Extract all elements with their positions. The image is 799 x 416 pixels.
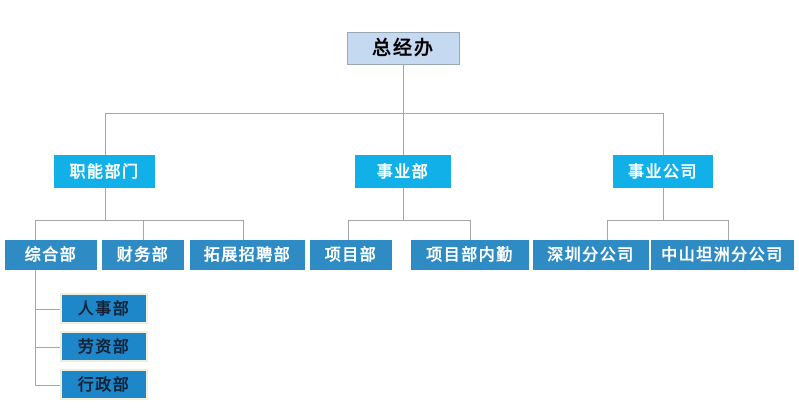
node-administration-department[interactable]: 行政部 <box>60 369 148 400</box>
node-zhongshan-tanzhou-branch[interactable]: 中山坦洲分公司 <box>651 240 794 270</box>
connector-functional-stem <box>105 188 106 220</box>
connector-stub-admin <box>35 385 60 386</box>
connector-drop-functional <box>105 113 106 155</box>
connector-stub-labor <box>35 347 60 348</box>
node-labor-wages-department[interactable]: 劳资部 <box>60 331 148 362</box>
node-business-department[interactable]: 事业部 <box>355 155 451 188</box>
connector-stub-hr <box>35 309 60 310</box>
connector-business-dept-stem <box>403 188 404 220</box>
connector-drop-finance-dept <box>143 220 144 240</box>
connector-drop-zhongshan <box>728 220 729 240</box>
node-general-affairs-department[interactable]: 综合部 <box>5 240 97 270</box>
node-finance-department[interactable]: 财务部 <box>102 240 184 270</box>
node-project-department-office[interactable]: 项目部内勤 <box>411 240 529 270</box>
connector-drop-shenzhen <box>607 220 608 240</box>
connector-business-company-bus <box>607 220 729 221</box>
node-project-department[interactable]: 项目部 <box>310 240 392 270</box>
connector-general-dept-spine <box>35 270 36 385</box>
connector-drop-business-dept <box>403 113 404 155</box>
node-general-manager-office[interactable]: 总经办 <box>347 32 460 65</box>
connector-root-stem <box>403 65 404 114</box>
connector-drop-project-dept <box>348 220 349 240</box>
connector-drop-recruit-dept <box>243 220 244 240</box>
connector-business-dept-bus <box>348 220 471 221</box>
node-business-company[interactable]: 事业公司 <box>613 155 713 188</box>
connector-drop-general-dept <box>35 220 36 240</box>
connector-drop-business-company <box>663 113 664 155</box>
node-human-resources-department[interactable]: 人事部 <box>60 293 148 324</box>
connector-business-company-stem <box>663 188 664 220</box>
connector-functional-bus <box>35 220 243 221</box>
connector-drop-project-office <box>470 220 471 240</box>
node-shenzhen-branch[interactable]: 深圳分公司 <box>533 240 649 270</box>
connector-level1-bus <box>105 113 664 114</box>
node-functional-departments[interactable]: 职能部门 <box>54 155 155 188</box>
node-expansion-recruitment-department[interactable]: 拓展招聘部 <box>190 240 305 270</box>
